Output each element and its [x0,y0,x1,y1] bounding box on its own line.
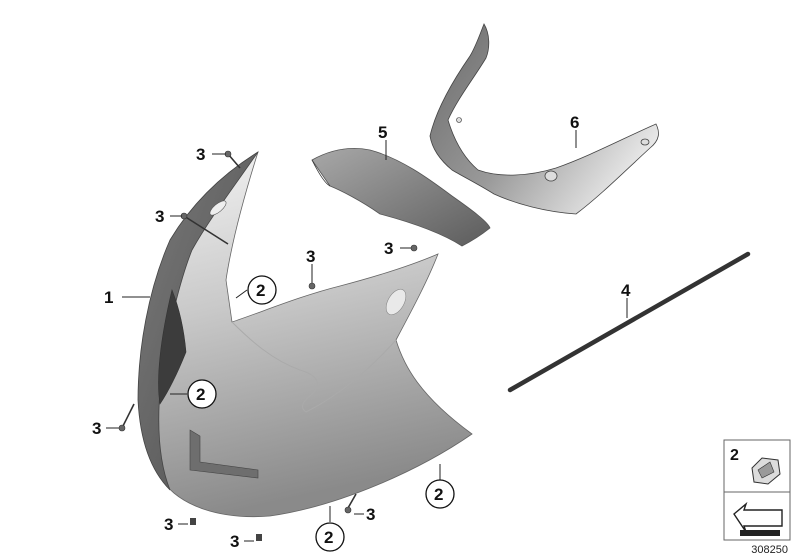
callout-part-2: 2 [247,275,277,305]
label-part-1: 1 [104,288,113,307]
reference-number: 308250 [751,544,788,556]
clip-nut-icon [751,457,781,485]
part-arrow-icon [733,501,783,536]
label-part-3: 3 [230,532,239,551]
label-part-3: 3 [92,419,101,438]
label-part-3: 3 [384,239,393,258]
legend-part-label: 2 [730,447,739,464]
label-part-3: 3 [196,145,205,164]
svg-text:2: 2 [196,385,205,404]
label-part-3: 3 [306,247,315,266]
callout-part-2: 2 [425,479,455,509]
callout-part-2: 2 [315,522,345,552]
svg-text:2: 2 [324,528,333,547]
side-trim-panel [429,23,659,215]
label-part-3: 3 [155,207,164,226]
label-part-4: 4 [621,281,631,300]
callout-part-2: 2 [187,379,217,409]
inner-panel [311,148,491,247]
label-part-3: 3 [366,505,375,524]
legend-box: 2 [723,439,791,541]
label-part-6: 6 [570,113,579,132]
label-part-5: 5 [378,123,387,142]
label-part-3: 3 [164,515,173,534]
leader-lines [106,130,628,542]
svg-text:2: 2 [256,281,265,300]
screw-icons [118,150,418,541]
svg-text:2: 2 [434,485,443,504]
front-fairing [137,150,473,518]
edge-strip [507,251,751,393]
